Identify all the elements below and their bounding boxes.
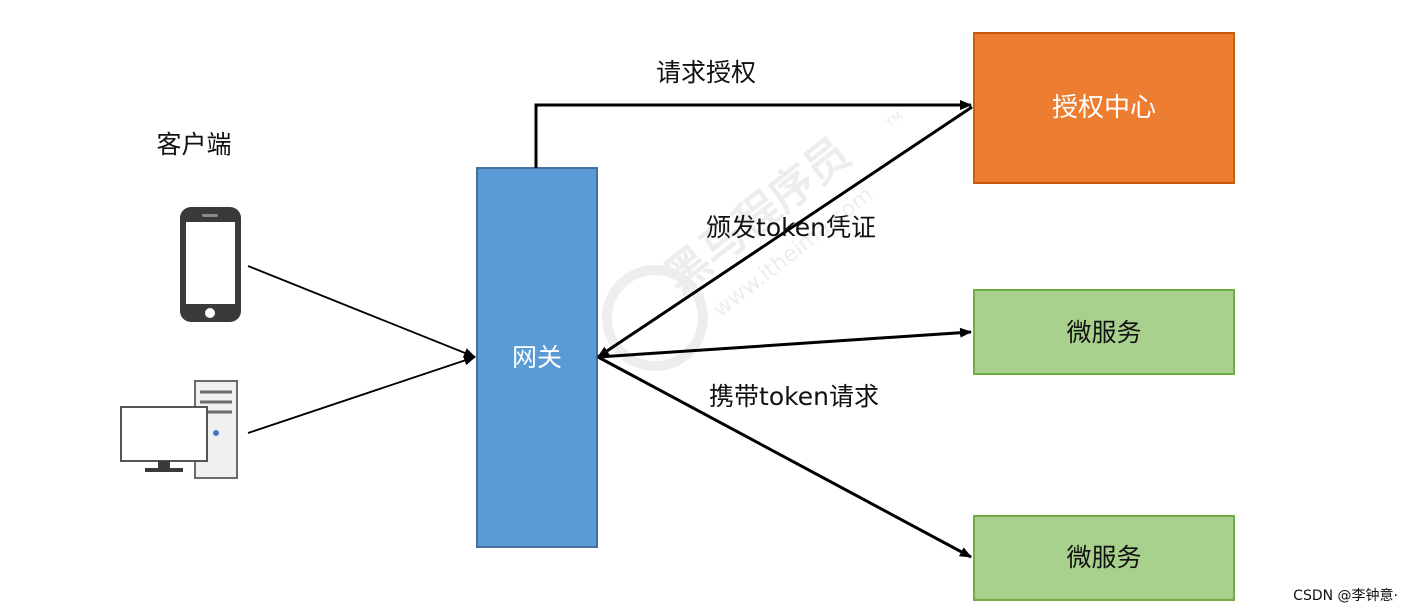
auth-center-label: 授权中心	[1052, 93, 1156, 123]
carry-token-label: 携带token请求	[709, 382, 879, 411]
desktop-computer-icon	[120, 380, 238, 479]
auth-center-node: 授权中心	[973, 32, 1235, 184]
watermark-tm: TM	[882, 108, 905, 131]
microservice-node-2: 微服务	[973, 515, 1235, 601]
gateway-label: 网关	[512, 343, 562, 372]
csdn-credit: CSDN @李钟意·	[1293, 587, 1398, 604]
microservice-node-1: 微服务	[973, 289, 1235, 375]
microservice-1-label: 微服务	[1066, 318, 1141, 347]
watermark-logo-icon	[602, 265, 708, 371]
smartphone-icon	[180, 207, 241, 322]
microservice-2-label: 微服务	[1066, 543, 1141, 572]
client-label: 客户端	[156, 130, 231, 159]
request-auth-arrow	[534, 100, 972, 168]
gateway-node: 网关	[476, 167, 598, 548]
issue-token-label: 颁发token凭证	[706, 213, 876, 242]
issue-token-arrow	[597, 105, 973, 359]
desktop-to-gateway-arrow	[247, 355, 476, 434]
gateway-to-service1-arrow	[597, 327, 972, 359]
gateway-to-service2-arrow	[597, 355, 972, 559]
request-auth-label: 请求授权	[656, 58, 756, 87]
phone-to-gateway-arrow	[247, 265, 476, 358]
